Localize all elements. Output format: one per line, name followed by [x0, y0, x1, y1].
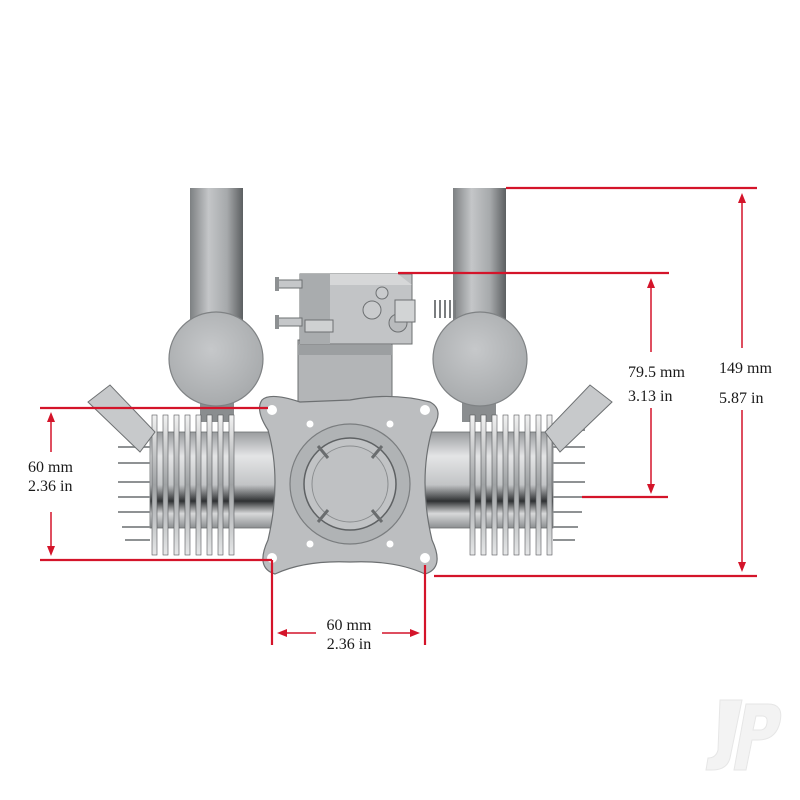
dimension-lines — [40, 186, 757, 645]
left-cylinder — [87, 384, 286, 556]
right-cylinder — [417, 384, 613, 556]
mount-height-in: 2.36 in — [28, 478, 73, 495]
mount-width-label: 60 mm 2.36 in — [306, 616, 392, 654]
right-muffler-disc — [432, 311, 528, 407]
mount-hole-tl — [267, 405, 277, 415]
firewall-mount-plate — [258, 395, 439, 575]
carb-height-in: 3.13 in — [628, 388, 673, 405]
carb-height-label: 79.5 mm 3.13 in — [628, 361, 685, 409]
overall-height-label: 149 mm 5.87 in — [719, 354, 772, 414]
jp-logo-watermark — [705, 699, 782, 771]
mount-height-label: 60 mm 2.36 in — [28, 458, 73, 496]
overall-height-mm: 149 mm — [719, 360, 772, 377]
carb-height-mm: 79.5 mm — [628, 364, 685, 381]
mount-hole-br — [420, 553, 430, 563]
mount-width-in: 2.36 in — [326, 636, 372, 653]
mount-height-mm: 60 mm — [28, 459, 73, 476]
left-muffler-disc — [168, 311, 264, 407]
mount-hole-tr — [420, 405, 430, 415]
carburetor — [275, 273, 456, 403]
mount-width-mm: 60 mm — [326, 617, 372, 634]
overall-height-in: 5.87 in — [719, 390, 764, 407]
